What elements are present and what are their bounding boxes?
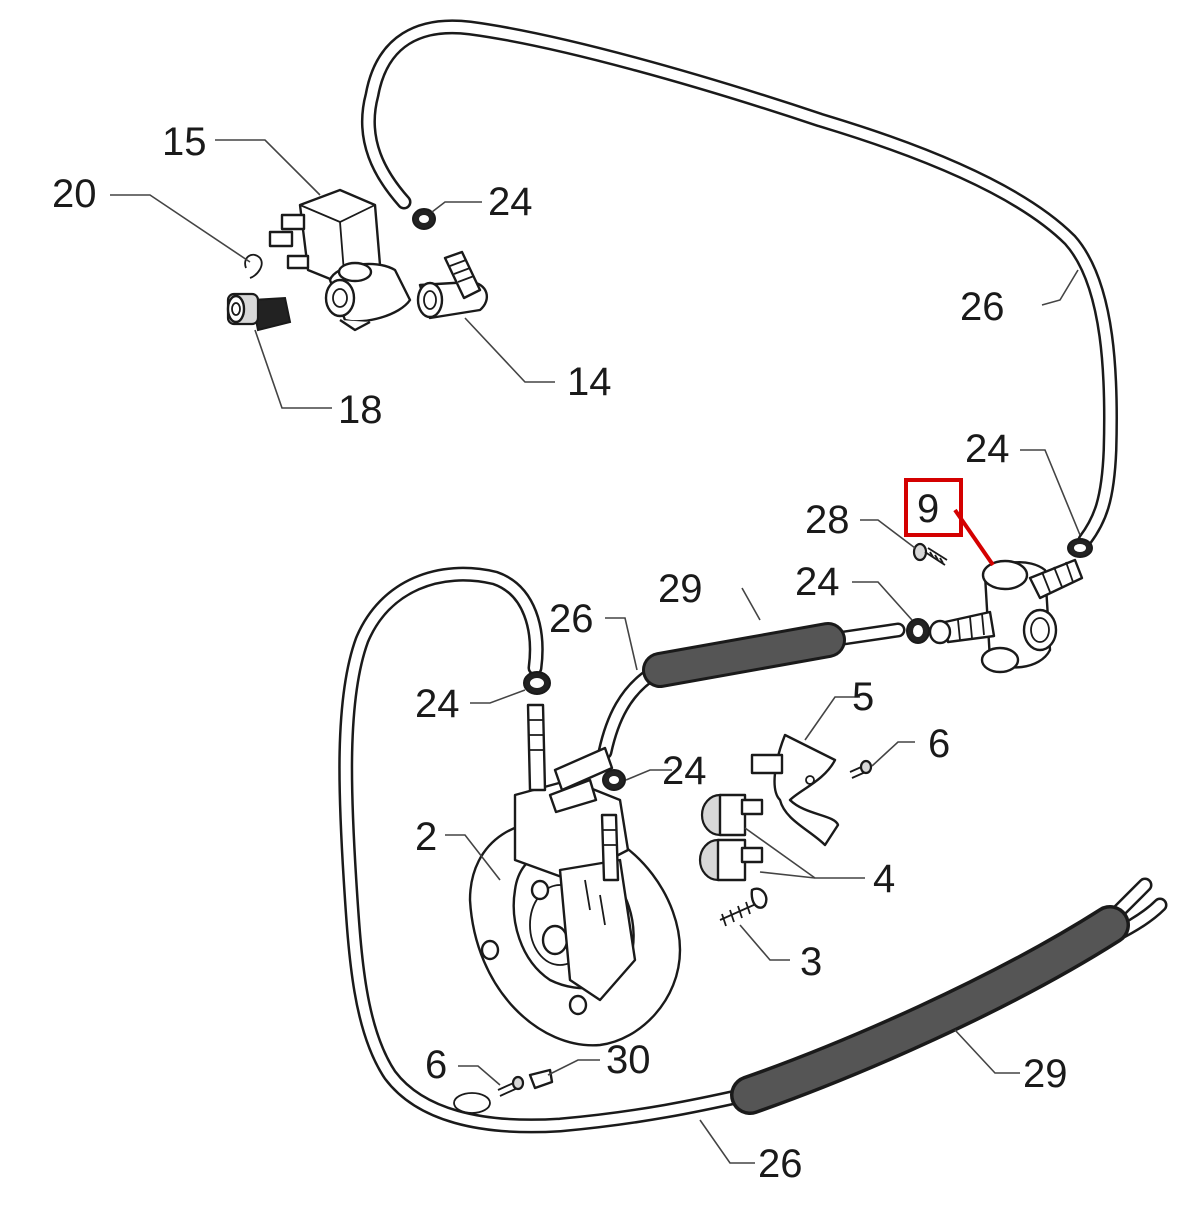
label-part-2: 2 xyxy=(415,815,437,859)
label-part-26-mid: 26 xyxy=(549,597,594,641)
screw-part-6-bottom xyxy=(497,1075,525,1097)
label-part-9: 9 xyxy=(917,487,939,531)
label-part-18: 18 xyxy=(338,388,383,432)
label-part-28: 28 xyxy=(805,498,850,542)
label-part-6-right: 6 xyxy=(928,722,950,766)
fitting-part-18 xyxy=(226,292,292,332)
thermostat-part-4-upper xyxy=(700,793,764,837)
thermostat-part-4-lower xyxy=(698,838,764,882)
sleeve-29-bottom xyxy=(730,905,1130,1115)
label-part-24-mid: 24 xyxy=(795,560,840,604)
highlight-callout xyxy=(904,478,995,567)
label-part-15: 15 xyxy=(162,120,207,164)
highlight-box xyxy=(904,478,963,537)
label-part-24-boiler: 24 xyxy=(662,749,707,793)
label-part-24-top: 24 xyxy=(488,180,533,224)
label-part-29-top: 29 xyxy=(658,567,703,611)
elbow-fitting-part-14 xyxy=(416,250,489,320)
label-part-4: 4 xyxy=(873,857,895,901)
label-part-24-left: 24 xyxy=(415,682,460,726)
label-part-20: 20 xyxy=(52,172,97,216)
label-part-3: 3 xyxy=(800,940,822,984)
label-part-29-bottom: 29 xyxy=(1023,1052,1068,1096)
leader-lines xyxy=(110,139,1081,1164)
ring-part-24-left xyxy=(523,671,551,695)
ring-part-24-mid xyxy=(906,618,930,644)
clip-part-30 xyxy=(528,1068,554,1090)
label-part-30: 30 xyxy=(606,1038,651,1082)
ring-part-24-right xyxy=(1067,538,1093,558)
o-ring xyxy=(453,1092,491,1114)
spring-part-3 xyxy=(719,887,768,927)
sleeve-29-top xyxy=(642,622,846,688)
label-part-14: 14 xyxy=(567,360,612,404)
solenoid-valve xyxy=(268,188,412,332)
t-fitting-part-9 xyxy=(928,558,1084,674)
label-part-5: 5 xyxy=(852,675,874,719)
boiler-part-2 xyxy=(468,703,682,1047)
label-part-6-bottom: 6 xyxy=(425,1043,447,1087)
bracket-part-5 xyxy=(750,733,840,847)
screw-part-28 xyxy=(912,542,948,566)
screw-part-6-right xyxy=(849,759,873,779)
hose-26-upper xyxy=(361,19,1118,548)
label-part-26-bottom: 26 xyxy=(758,1142,803,1186)
label-part-26-right: 26 xyxy=(960,285,1005,329)
label-part-24-right: 24 xyxy=(965,427,1010,471)
highlight-leader xyxy=(953,508,995,567)
clip-part-20 xyxy=(244,253,263,279)
ring-part-24-top xyxy=(412,208,436,230)
ring-part-24-boiler xyxy=(602,769,626,791)
